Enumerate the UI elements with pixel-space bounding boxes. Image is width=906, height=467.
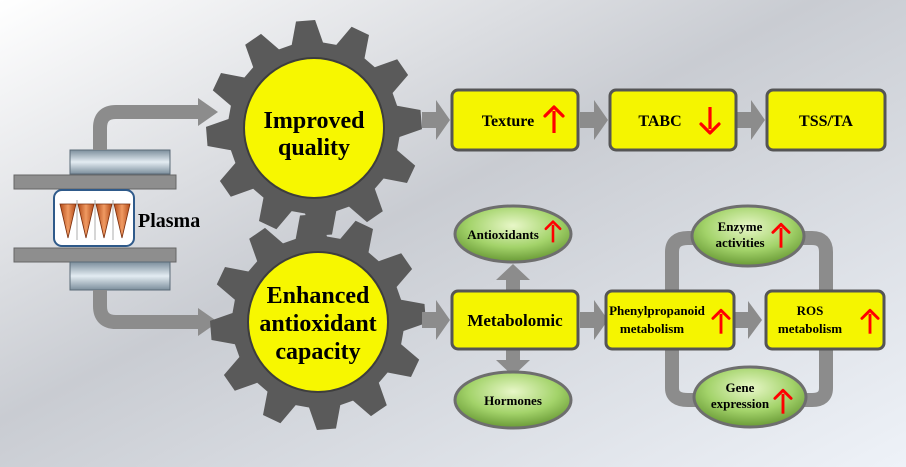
quality-gear-line1: Improved bbox=[264, 108, 366, 134]
arrow-gear-to-texture bbox=[422, 100, 450, 140]
gene-trend-up-icon bbox=[773, 388, 793, 414]
metabolomic-label: Metabolomic bbox=[467, 311, 563, 330]
hormones-oval-shape bbox=[453, 370, 573, 430]
enzyme-line2: activities bbox=[715, 235, 764, 250]
carrot-samples-icon bbox=[59, 200, 131, 240]
quality-gear bbox=[206, 20, 422, 236]
trend-arrow-head bbox=[543, 105, 565, 118]
texture-box-frame bbox=[450, 88, 580, 152]
gene-oval-shape bbox=[692, 365, 808, 429]
metabolomic-box: Metabolomic bbox=[450, 289, 580, 351]
plate-bottom bbox=[13, 247, 177, 263]
tss-box-frame bbox=[765, 88, 887, 152]
arrow-texture-to-tabc bbox=[580, 100, 608, 140]
tss-label: TSS/TA bbox=[799, 113, 853, 130]
antioxidants-oval-shape bbox=[453, 204, 573, 264]
tabc-box: TABC bbox=[608, 88, 738, 152]
gear-center bbox=[243, 57, 385, 199]
antioxidants-label: Antioxidants bbox=[467, 227, 539, 242]
arrow-to-quality-gear bbox=[93, 105, 198, 150]
loop-left-top bbox=[665, 231, 700, 290]
texture-label: Texture bbox=[482, 113, 534, 130]
electrode-bottom bbox=[69, 261, 171, 291]
trend-arrow-head bbox=[860, 308, 880, 320]
phenylpropanoid-line1: Phenylpropanoid bbox=[609, 303, 706, 318]
phenylpropanoid-line2: metabolism bbox=[620, 321, 684, 336]
antioxidant-gear-label: Enhanced antioxidant capacity bbox=[259, 283, 376, 365]
gene-oval: Gene expression bbox=[692, 365, 808, 429]
antioxidant-gear bbox=[210, 214, 426, 430]
quality-gear-label: Improved quality bbox=[264, 108, 366, 161]
trend-arrow-head bbox=[711, 308, 731, 320]
trend-arrow-head bbox=[699, 122, 721, 135]
quality-gear-line2: quality bbox=[278, 135, 350, 161]
tss-box: TSS/TA bbox=[765, 88, 887, 152]
ros-line2: metabolism bbox=[778, 321, 842, 336]
loop-right-bottom bbox=[800, 350, 833, 407]
loop-right-top bbox=[800, 231, 833, 290]
arrow-metabolomic-to-phenyl bbox=[580, 300, 608, 340]
arrow-metabolomic-to-antioxidants bbox=[496, 264, 530, 290]
arrow-phenyl-to-ros bbox=[735, 301, 762, 339]
antioxidant-gear-line1: Enhanced bbox=[267, 283, 370, 309]
electrode-top bbox=[69, 149, 171, 175]
plasma-device: Plasma bbox=[13, 149, 200, 291]
hormones-oval: Hormones bbox=[453, 370, 573, 430]
gene-line1: Gene bbox=[726, 380, 755, 395]
regulation-loop bbox=[665, 231, 833, 407]
ros-box: ROS metabolism bbox=[764, 289, 886, 351]
hormones-label: Hormones bbox=[484, 393, 542, 408]
device-to-gears-arrows bbox=[93, 98, 218, 336]
antioxidants-oval: Antioxidants bbox=[453, 204, 573, 264]
texture-box: Texture bbox=[450, 88, 580, 152]
arrow-metabolomic-to-hormones bbox=[496, 350, 530, 376]
trend-arrow-head bbox=[773, 388, 793, 400]
enzyme-trend-up-icon bbox=[771, 222, 791, 248]
arrowhead-antioxidant-gear bbox=[198, 308, 218, 336]
phenylpropanoid-trend-up-icon bbox=[711, 308, 731, 334]
gear-center bbox=[247, 251, 389, 393]
antioxidants-trend-up-icon bbox=[544, 220, 562, 243]
texture-trend-up-icon bbox=[543, 105, 565, 133]
ros-trend-up-icon bbox=[860, 308, 880, 334]
antioxidant-gear-line2: antioxidant bbox=[259, 311, 376, 337]
ros-line1: ROS bbox=[797, 303, 824, 318]
gene-line2: expression bbox=[711, 396, 770, 411]
enzyme-line1: Enzyme bbox=[718, 219, 763, 234]
plate-top bbox=[13, 174, 177, 190]
trend-arrow-head bbox=[771, 222, 791, 234]
tabc-trend-down-icon bbox=[699, 107, 721, 135]
arrow-tabc-to-tss bbox=[737, 100, 765, 140]
phenylpropanoid-box-frame bbox=[604, 289, 736, 351]
flow-arrows bbox=[422, 100, 765, 376]
metabolomic-box-frame bbox=[450, 289, 580, 351]
antioxidant-gear-line3: capacity bbox=[275, 339, 360, 365]
tabc-box-frame bbox=[608, 88, 738, 152]
loop-left-bottom bbox=[665, 350, 700, 407]
tabc-label: TABC bbox=[638, 113, 681, 130]
arrow-to-antioxidant-gear bbox=[93, 290, 198, 329]
ros-box-frame bbox=[764, 289, 886, 351]
arrow-gear-to-metabolomic bbox=[422, 300, 450, 340]
enzyme-oval: Enzyme activities bbox=[690, 204, 806, 268]
phenylpropanoid-box: Phenylpropanoid metabolism bbox=[604, 289, 736, 351]
plasma-label: Plasma bbox=[138, 210, 200, 232]
enzyme-oval-shape bbox=[690, 204, 806, 268]
arrowhead-quality-gear bbox=[198, 98, 218, 126]
trend-arrow-head bbox=[544, 220, 562, 231]
